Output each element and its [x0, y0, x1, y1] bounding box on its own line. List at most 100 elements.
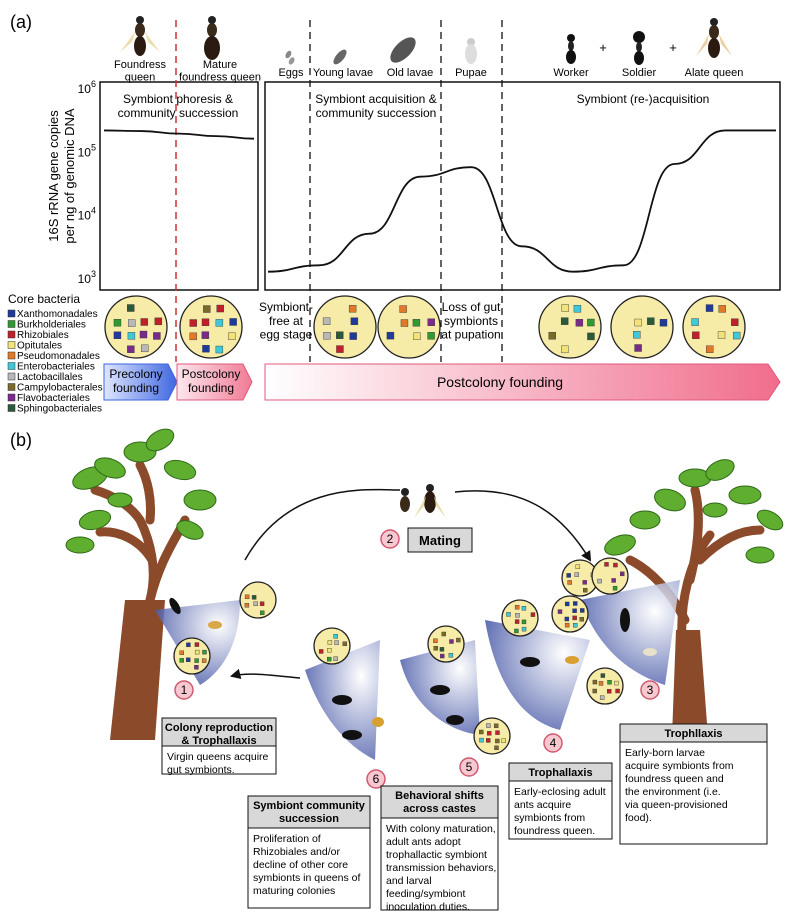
- stage-label-alate-queen: Alate queen: [685, 67, 744, 79]
- legend-label: Pseudomonadales: [17, 351, 100, 362]
- bacteria-community-circle: [377, 295, 441, 359]
- legend-label: Enterobacteriales: [17, 362, 95, 373]
- step-number-circle: [543, 733, 563, 753]
- stage-label-soldier: Soldier: [622, 67, 657, 79]
- stage-label-pupae: Pupae: [455, 67, 487, 79]
- bacteria-circles-a: [104, 295, 746, 359]
- step-box: Colony reproduction& TrophallaxisVirgin …: [161, 717, 277, 776]
- worker-icon: [566, 34, 576, 64]
- plot-frame-left: [99, 81, 259, 291]
- bacteria-community-circle: [538, 295, 602, 359]
- bacteria-community-circle: [473, 717, 511, 755]
- legend-label: Flavobacteriales: [17, 393, 90, 404]
- step-title: Trophallaxis: [528, 767, 592, 779]
- alate-queen-icon: [696, 18, 732, 58]
- nest-wedge-4: [485, 620, 590, 730]
- y-axis-label: 16S rRNA gene copies per ng of genomic D…: [46, 108, 77, 243]
- step-title: Colony reproduction& Trophallaxis: [165, 722, 273, 747]
- bacteria-community-circle: [104, 295, 168, 359]
- nest-ants: [169, 597, 657, 740]
- legend-swatch: [7, 320, 16, 328]
- left-tree: [65, 428, 217, 740]
- phase-postcolony-long-label: Postcolony founding: [437, 374, 563, 390]
- step-number-circle: [366, 769, 386, 789]
- legend-swatch: [7, 404, 16, 412]
- section-title-left: Symbiont phoresis &community succession: [118, 92, 239, 120]
- curve-right: [267, 129, 776, 273]
- plus-sign: +: [669, 40, 677, 55]
- legend-swatch: [7, 383, 16, 391]
- y-tick-label: 103: [78, 269, 96, 286]
- nest-wedge-3: [580, 580, 680, 685]
- legend-label: Lactobacillales: [17, 372, 83, 383]
- stage-label-old-larvae: Old lavae: [387, 67, 433, 79]
- legend-label: Sphingobacteriales: [17, 404, 102, 415]
- step-number: 3: [647, 683, 654, 697]
- curve-left: [103, 129, 255, 140]
- section-title-middle: Symbiont acquisition &community successi…: [315, 92, 436, 120]
- step-title: Trophllaxis: [664, 728, 722, 740]
- legend-label: Burkholderiales: [17, 320, 86, 331]
- bacteria-community-circle: [591, 557, 629, 595]
- bacteria-community-circle: [173, 637, 211, 675]
- stage-label-eggs: Eggs: [278, 67, 304, 79]
- y-tick-label: 106: [78, 79, 96, 96]
- old-larvae-icon: [390, 37, 416, 63]
- step-number-circle: [459, 757, 479, 777]
- legend-swatch: [7, 351, 16, 360]
- legend-label: Campylobacterales: [17, 383, 103, 394]
- legend-swatch: [7, 393, 16, 402]
- step-number: 4: [550, 736, 557, 750]
- eggs-icon: [285, 50, 295, 65]
- mating-label: Mating: [419, 533, 461, 548]
- legend-label: Opitutales: [17, 341, 62, 352]
- young-larvae-icon: [333, 49, 347, 65]
- panel-a-label: (a): [10, 12, 32, 32]
- step-number: 1: [181, 683, 188, 697]
- mating-box: [407, 527, 473, 553]
- bacteria-community-circle: [586, 667, 624, 705]
- step-number: 5: [466, 760, 473, 774]
- panel-b-label: (b): [10, 430, 32, 450]
- foundress-queen-icon: [120, 16, 160, 56]
- bacteria-community-circle: [313, 295, 377, 359]
- bacteria-community-circle: [501, 599, 539, 637]
- legend-swatch: [7, 330, 16, 339]
- bacteria-community-circle: [313, 627, 351, 665]
- plus-sign: +: [599, 40, 607, 55]
- bacteria-community-circle: [682, 295, 746, 359]
- legend-label: Xanthomonadales: [17, 309, 98, 320]
- soldier-icon: [633, 31, 645, 65]
- bacteria-community-circle: [561, 559, 599, 597]
- bacteria-circles-b: [173, 557, 629, 755]
- mating-arc-arrow: [244, 488, 590, 560]
- phase-postcolony-short-arrow: [176, 363, 253, 401]
- legend-swatch: [7, 372, 16, 381]
- bacteria-community-circle: [551, 595, 589, 633]
- step-boxes: Colony reproduction& TrophallaxisVirgin …: [161, 717, 768, 913]
- step-number-circle: [174, 680, 194, 700]
- y-tick-label: 104: [78, 206, 96, 223]
- return-arrow: [229, 668, 301, 680]
- step-number-2: 2: [387, 532, 394, 546]
- plot-frame-right: [264, 81, 781, 291]
- bacteria-community-circle: [179, 295, 243, 359]
